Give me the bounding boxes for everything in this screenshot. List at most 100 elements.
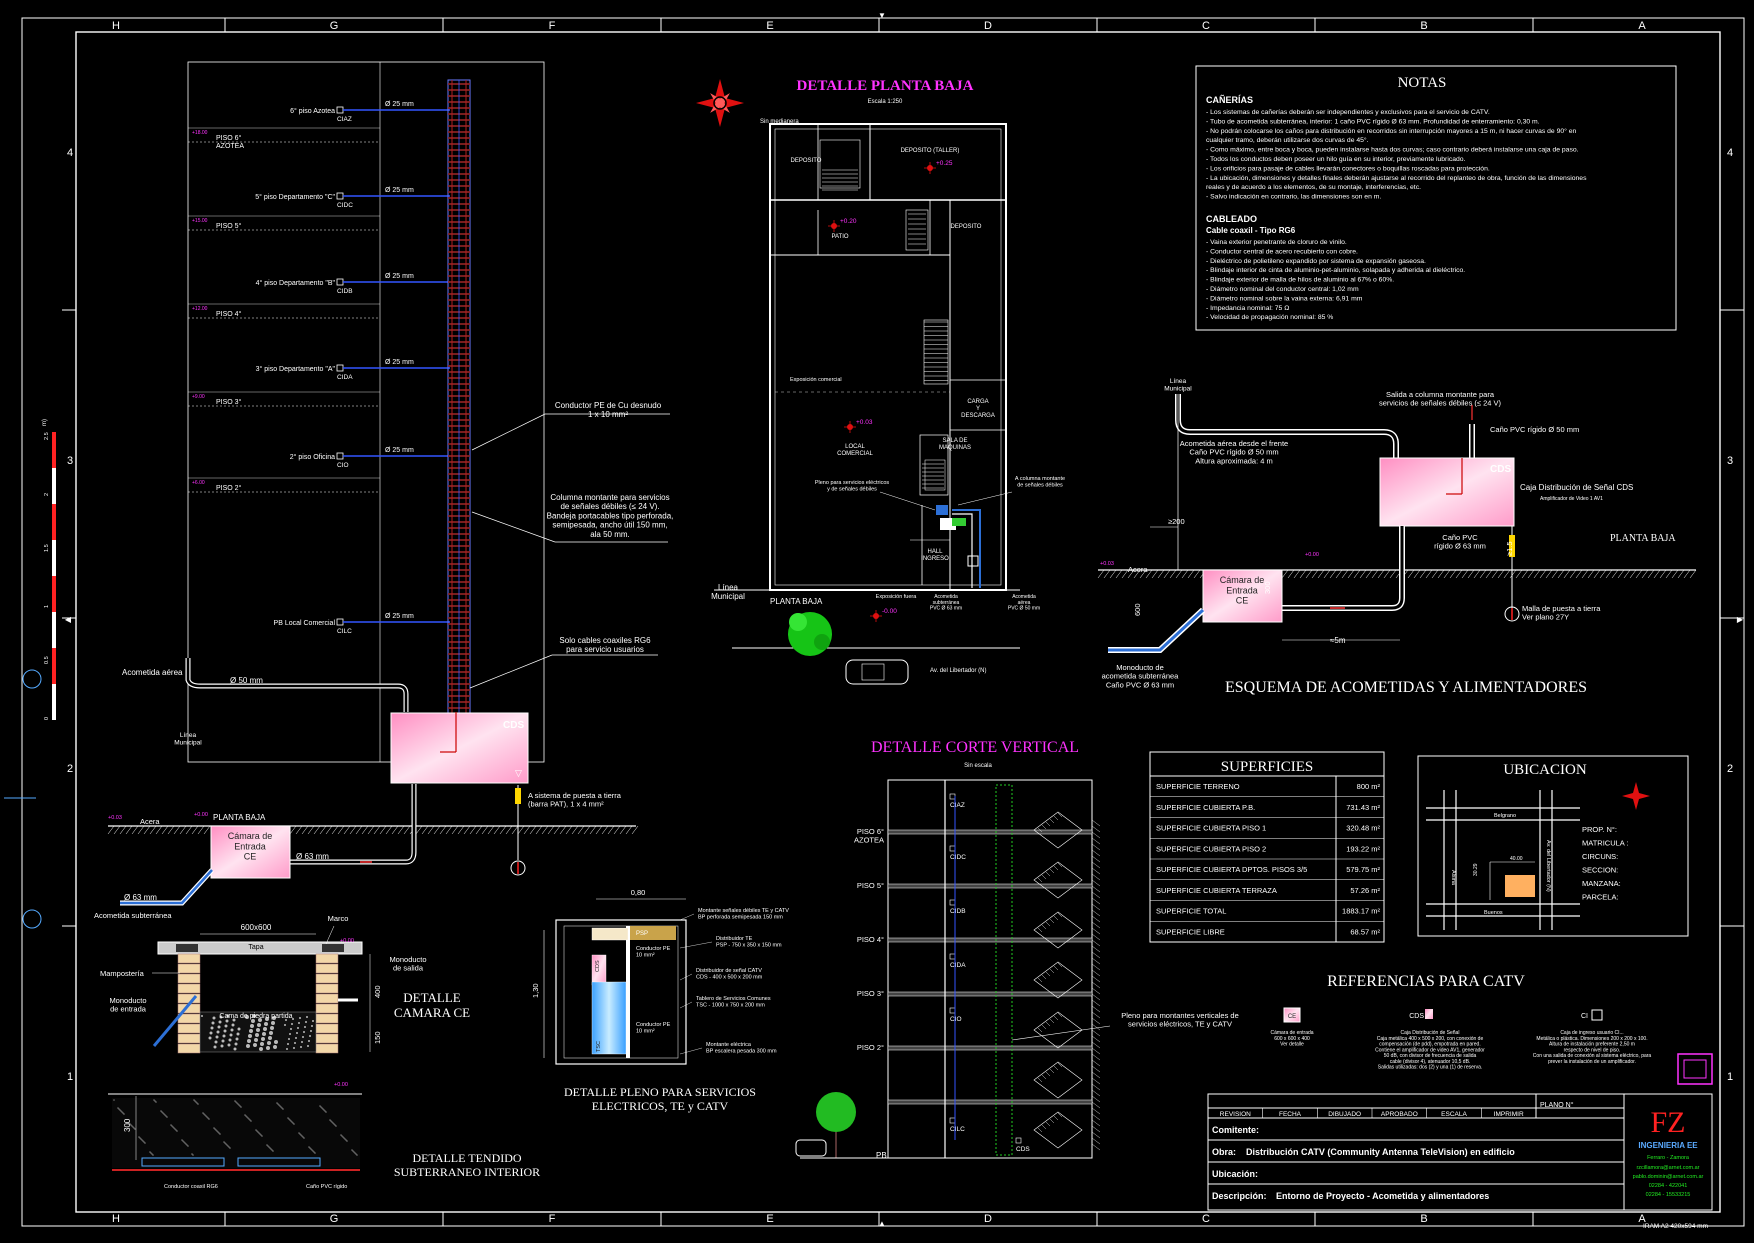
svg-text:2: 2 [44, 493, 50, 496]
riser-level-label: PISO 3° [216, 398, 242, 406]
cableado-line: - Blindaje exterior de malla de hilos de… [1206, 277, 1394, 284]
cableado-line: - Blindaje interior de cinta de aluminio… [1206, 267, 1465, 274]
tendido-dim: 300 [123, 1118, 132, 1132]
corte-code: CILC [950, 1126, 965, 1133]
notas-panel: NOTAS CAÑERÍAS - Los sistemas de cañería… [1195, 65, 1677, 331]
dim-600: 600 [1133, 603, 1142, 616]
riser-level-label: PISO 4° [216, 310, 242, 318]
superficie-label: SUPERFICIE CUBIERTA P.B. [1156, 803, 1255, 812]
camara-marco: Marco [328, 914, 349, 923]
esquema-title: ESQUEMA DE ACOMETIDAS Y ALIMENTADORES [1225, 679, 1587, 696]
binding-hole-top [22, 669, 42, 689]
grid-row-right-1: 1 [1727, 1071, 1733, 1083]
svg-text:+0.00: +0.00 [194, 812, 208, 818]
note-exposicion: Exposición fuera [876, 594, 918, 600]
svg-text:0.5: 0.5 [44, 656, 50, 664]
planta-baja-plan: DETALLE PLANTA BAJA Escala 1:250 Sin med… [696, 78, 1065, 685]
dim-30: 30.29 [1473, 863, 1479, 876]
svg-text:0: 0 [44, 717, 50, 720]
tb-header: FECHA [1279, 1111, 1302, 1118]
dim-15: ≥1.5 [1505, 541, 1514, 556]
corte-title: DETALLE CORTE VERTICAL [871, 739, 1079, 756]
superficie-label: SUPERFICIE CUBIERTA PISO 2 [1156, 844, 1266, 853]
planta-level: +0.03 [856, 419, 873, 426]
car-icon-section [795, 1139, 827, 1157]
caneria-line: - Los orificios para pasaje de cables ll… [1206, 165, 1490, 172]
grid-row-right-2: 2 [1727, 763, 1733, 775]
ubicacion-field: MANZANA: [1582, 879, 1621, 888]
grid-row-left-1: 1 [67, 1071, 73, 1083]
superficie-label: SUPERFICIE TOTAL [1156, 907, 1226, 916]
svg-text:▶: ▶ [1737, 615, 1744, 624]
corte-code: CIDA [950, 962, 966, 969]
sin-medianera-label: Sin medianera [760, 119, 799, 125]
camara-dim-400: 400 [373, 985, 382, 998]
esquema-cds-box [1379, 457, 1515, 527]
north-arrow-small-icon [1622, 782, 1650, 810]
riser-box-label: 4° piso Departamento "B" [256, 279, 336, 287]
grid-col-top-A: A [1638, 20, 1646, 32]
svg-text:◀: ◀ [65, 615, 72, 624]
superficie-label: SUPERFICIE TERRENO [1156, 782, 1240, 791]
riser-level-label: PISO 5° [216, 222, 242, 230]
tb-header: IMPRIMIR [1494, 1111, 1524, 1118]
grid-col-bottom-D: D [984, 1213, 992, 1225]
pleno-height: 1,30 [531, 983, 540, 998]
firm-people: Ferraro - Zamora [1647, 1155, 1690, 1161]
planta-pb-label: PLANTA BAJA [770, 597, 823, 606]
caneria-line: - No podrán colocarse los caños para dis… [1206, 127, 1577, 135]
riser-level-value: +9.00 [192, 394, 205, 400]
tb-ubicacion: Ubicación: [1212, 1169, 1258, 1179]
grid-col-bottom-A: A [1638, 1213, 1646, 1225]
riser-box-label: 6° piso Azotea [290, 107, 335, 115]
planta-baja-scale: Escala 1:250 [868, 99, 903, 105]
svg-text:+0.03: +0.03 [108, 815, 122, 821]
caneria-line: - Todos los conductos deben poseer un hi… [1206, 156, 1466, 163]
dim-5m: ≈5m [1330, 636, 1346, 645]
camara-mamposteria: Mampostería [100, 969, 145, 978]
firm-contact: pablo.dominin@arnet.com.ar [1633, 1174, 1704, 1180]
cableado-line: - Diámetro nominal sobre la vaina extern… [1206, 295, 1363, 302]
riser-pipe-label: Ø 25 mm [385, 101, 414, 108]
planta-level: +0.20 [840, 218, 857, 225]
tendido-detail: 300 +0.00 Conductor coaxil RG6 Caño PVC … [108, 1082, 540, 1190]
tree-icon [788, 612, 832, 656]
referencias-panel: REFERENCIAS PARA CATV CE Cámara de entra… [1270, 973, 1713, 1085]
tendido-level: +0.00 [334, 1082, 348, 1088]
aerial-pipe-label: Ø 50 mm [230, 676, 263, 685]
grid-row-right-3: 3 [1727, 455, 1733, 467]
firm-contact: rzcillamora@arnet.com.ar [1636, 1165, 1699, 1171]
tree-icon-section [816, 1092, 856, 1158]
corte-code: CIDC [950, 854, 966, 861]
cableado-line: - Conductor central de acero recubierto … [1206, 248, 1358, 255]
street-buenos: Buenos [1484, 910, 1503, 916]
dim-300: 300 [1263, 581, 1272, 594]
tendido-coax: Conductor coaxil RG6 [164, 1184, 218, 1190]
dim-200: ≥200 [1168, 517, 1185, 526]
grid-col-top-B: B [1420, 20, 1427, 32]
tb-obra: Distribución CATV (Community Antenna Tel… [1246, 1147, 1515, 1157]
grid-row-left-3: 3 [67, 455, 73, 467]
grid-col-top-D: D [984, 20, 992, 32]
superficie-label: SUPERFICIE CUBIERTA PISO 1 [1156, 824, 1266, 833]
riser-level-value: +12.00 [192, 306, 208, 312]
ubicacion-field: MATRICULA : [1582, 839, 1629, 848]
cableado-heading: CABLEADO [1206, 214, 1257, 224]
